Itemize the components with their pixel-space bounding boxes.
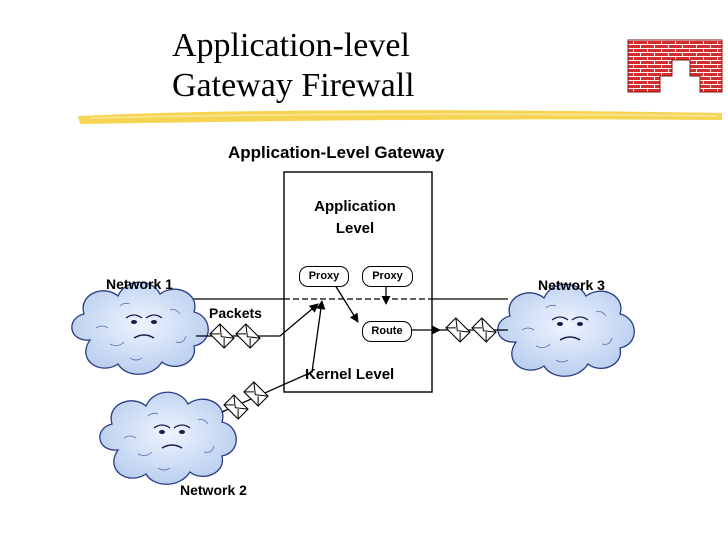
packet-envelope-icon	[471, 317, 497, 343]
network1-cloud-icon	[71, 281, 209, 375]
gateway-title: Application-Level Gateway	[228, 143, 445, 162]
network2-label: Network 2	[180, 482, 247, 498]
route-box: Route	[362, 321, 412, 342]
slide-title: Application-level Gateway Firewall	[172, 26, 415, 106]
packet-envelope-icon	[445, 317, 471, 343]
network3-cloud-icon	[497, 283, 635, 377]
proxy-right-box: Proxy	[362, 266, 413, 287]
packet-envelope-icon	[209, 323, 235, 349]
proxy-left-box: Proxy	[299, 266, 349, 287]
application-level-line-1: Application	[314, 198, 396, 215]
packets-label: Packets	[209, 305, 262, 321]
brick-wall-icon	[627, 39, 723, 93]
title-underline-highlight	[78, 110, 722, 124]
proxy-to-route-arrow	[334, 284, 359, 323]
packet-envelope-icon	[223, 394, 249, 420]
gateway-box	[283, 171, 433, 393]
network2-cloud-icon	[99, 391, 237, 485]
title-line-1: Application-level	[172, 27, 410, 64]
application-level-line-2: Level	[335, 220, 375, 237]
network1-label: Network 1	[106, 276, 173, 292]
packet-envelope-icon	[243, 381, 269, 407]
network3-label: Network 3	[538, 277, 605, 293]
title-line-2: Gateway Firewall	[172, 67, 415, 104]
application-level-label: Application Level	[300, 196, 410, 240]
packet-envelope-icon	[235, 323, 261, 349]
kernel-level-label: Kernel Level	[305, 366, 395, 383]
